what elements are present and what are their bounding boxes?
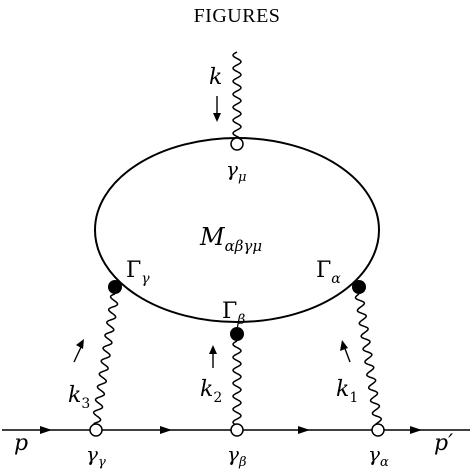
vertex-Gamma-alpha (352, 280, 366, 294)
vertex-Gamma-gamma (108, 280, 122, 294)
label-k3: k3 (68, 383, 90, 412)
label-k1: k1 (336, 377, 358, 406)
label-M-loop: Mαβγμ (199, 223, 262, 255)
electron-arrow-1 (40, 426, 52, 434)
vertex-gamma-beta (230, 423, 244, 437)
photon-line-k1 (354, 293, 383, 425)
momentum-arrow-k1 (340, 340, 351, 363)
electron-arrow-2 (160, 426, 172, 434)
vertex-gamma-gamma (89, 423, 103, 437)
photon-line-k2 (232, 340, 242, 425)
vertex-gamma-mu (230, 137, 244, 151)
label-p-in: p (14, 431, 28, 456)
label-k: k (209, 65, 222, 90)
label-Gamma-gamma: Γγ (126, 258, 150, 287)
page-header: FIGURES (194, 5, 281, 27)
label-Gamma-alpha: Γα (316, 258, 341, 287)
label-k2: k2 (200, 377, 222, 406)
label-p-out: p′ (434, 431, 453, 456)
label-Gamma-beta: Γβ (222, 299, 245, 328)
label-gamma-mu: γμ (226, 157, 246, 185)
label-gamma-gamma: γγ (86, 442, 106, 470)
photon-line-k3 (92, 293, 119, 425)
momentum-arrow-k2 (209, 345, 217, 368)
vertex-Gamma-beta (230, 327, 244, 341)
electron-arrow-3 (298, 426, 310, 434)
vertex-gamma-alpha (371, 423, 385, 437)
electron-arrow-4 (410, 426, 422, 434)
label-gamma-alpha: γα (368, 442, 389, 470)
momentum-arrow-k3 (73, 339, 84, 363)
label-gamma-beta: γβ (227, 442, 246, 470)
photon-line-k (232, 51, 242, 139)
momentum-arrow-k (213, 96, 221, 122)
